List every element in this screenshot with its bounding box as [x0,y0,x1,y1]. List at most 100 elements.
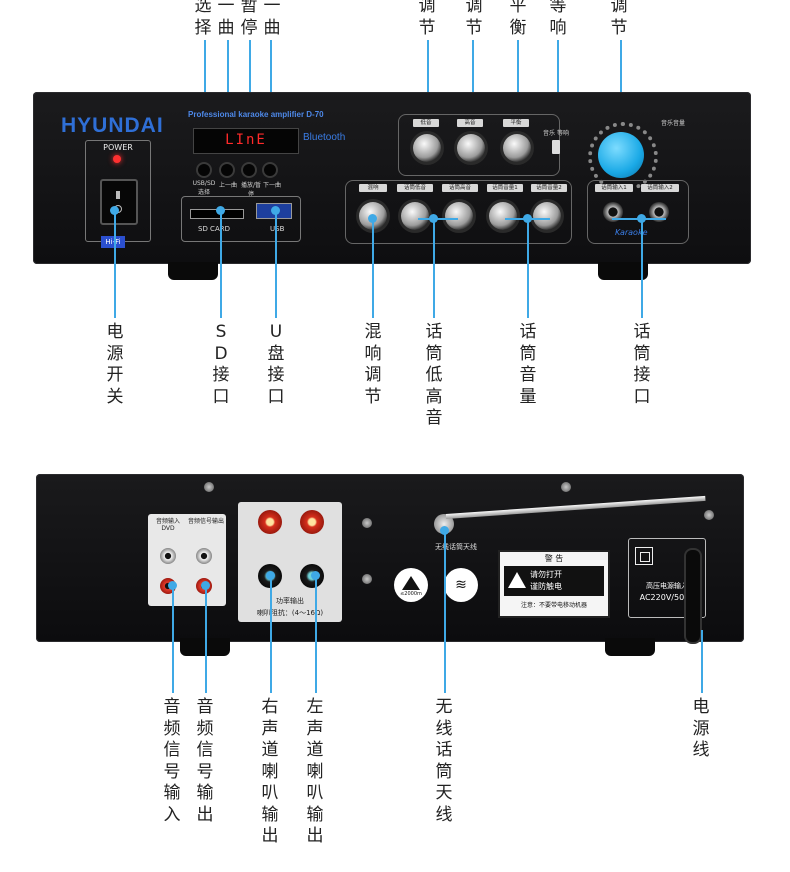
button-label-prev: 上一曲 [218,182,237,189]
callout-mic-volume: 话筒音量 [519,322,537,407]
callout-next-track: 一曲 [263,0,281,38]
mic-vol1-knob[interactable] [489,202,517,230]
karaoke-label: Karaoke [615,228,648,237]
led-display: LInE [193,128,299,154]
class2-icon [635,547,653,565]
antenna-rod[interactable] [445,495,706,519]
usb-label: USB [270,225,285,233]
mic-treble-knob[interactable] [445,202,473,230]
rca-out-left[interactable] [196,548,212,564]
rca-panel: 音频输入 DVD 音频信号输出 [148,514,226,606]
bass-knob[interactable] [413,134,441,162]
music-volume-knob[interactable] [598,132,644,178]
callout-mic-eq: 话筒低高音 [425,322,443,428]
source-select-button[interactable] [198,164,210,176]
front-foot-left [168,262,218,280]
mic-bass-knob[interactable] [401,202,429,230]
warning-title: 警 告 [544,554,564,563]
bluetooth-label: Bluetooth [303,132,346,143]
rca-in-label: 音频输入 DVD [155,518,180,532]
play-pause-button[interactable] [243,164,255,176]
power-led [113,155,121,163]
tag-mic-vol2: 话筒音量2 [531,184,567,192]
hifi-badge: Hi-Fi [101,236,125,248]
callout-mic-jack: 话筒接口 [633,322,651,407]
callout-power-switch: 电源开关 [106,322,124,407]
tag-bass: 低音 [413,119,439,127]
display-text: LInE [225,132,267,148]
button-label-next: 下一曲 [262,182,281,189]
speaker-out-label: 功率输出 [276,597,304,605]
callout-usb-port: U盘接口 [267,322,285,407]
power-input-box: 高压电源输入 AC220V/50Hz [628,538,706,618]
mic-jack-2[interactable] [649,202,669,222]
brand-logo: HYUNDAI [61,114,164,137]
screw [204,482,214,492]
altitude-label: ≤2000m [400,591,422,597]
tag-balance: 平衡 [503,119,529,127]
warning-box: 请勿打开 谨防触电 [504,566,604,596]
prev-track-button[interactable] [221,164,233,176]
sd-usb-panel: SD CARD USB [181,196,301,242]
callout-echo: 混响调节 [364,322,382,407]
callout-left-speaker: 左声道喇叭输出 [306,697,324,846]
callout-loudness: 等响 [549,0,567,38]
tag-mic-vol1: 话筒音量1 [487,184,523,192]
shock-warning-icon [508,572,526,588]
power-cord [686,550,700,642]
screw [704,510,714,520]
music-volume-label: 音乐音量 [660,120,685,127]
tag-mic-in2: 话筒输入2 [641,184,679,192]
callout-source-select: 选择 [194,0,212,38]
callout-audio-output: 音频信号输出 [196,697,214,825]
callout-right-speaker: 右声道喇叭输出 [261,697,279,846]
antenna-base [434,514,454,534]
rca-in-left[interactable] [160,548,176,564]
back-foot-right [605,638,655,656]
warning-line1: 请勿打开 [530,570,562,579]
screw [362,518,372,528]
left-speaker-positive[interactable] [300,510,324,534]
model-line: Professional karaoke amplifier D-70 [188,110,324,119]
callout-prev-track: 一曲 [217,0,235,38]
screw [561,482,571,492]
impedance-label: 喇叭阻抗：(4～16Ω) [256,609,324,617]
tag-mic-treble: 话筒高音 [442,184,478,192]
front-foot-right [598,262,648,280]
loudness-switch[interactable] [552,140,560,154]
mic-input-panel [587,180,689,244]
callout-treble-adjust: 调节 [465,0,483,38]
mic-control-panel [345,180,572,244]
mic-jack-1[interactable] [603,202,623,222]
mic-eq-bracket [418,218,458,220]
altitude-icon: ≤2000m [394,568,428,602]
tropical-icon: ≋ [444,568,478,602]
warning-note: 注意：不要带电移动机器 [520,602,587,609]
power-input-label: 高压电源输入 [646,582,688,590]
tag-echo: 混响 [359,184,387,192]
loudness-switch-label: 音乐 等响 [543,130,569,137]
balance-knob[interactable] [503,134,531,162]
button-label-play: 播放/暂停 [240,182,262,198]
callout-audio-input: 音频信号输入 [163,697,181,825]
callout-wireless-antenna: 无线话筒天线 [435,697,453,825]
power-switch[interactable] [100,179,138,225]
antenna-label: 无线话筒天线 [435,543,477,551]
right-speaker-positive[interactable] [258,510,282,534]
mic-vol2-knob[interactable] [533,202,561,230]
button-label-source: USB/SD 选择 [192,180,216,196]
treble-knob[interactable] [457,134,485,162]
warning-label: 警 告 请勿打开 谨防触电 注意：不要带电移动机器 [498,550,610,618]
tag-mic-in1: 话筒输入1 [595,184,633,192]
callout-bass-adjust: 调节 [418,0,436,38]
callout-balance: 平衡 [509,0,527,38]
rca-out-label: 音频信号输出 [188,518,225,525]
tag-mic-bass: 话筒低音 [397,184,433,192]
next-track-button[interactable] [264,164,276,176]
mic-vol-bracket [505,218,550,220]
speaker-terminal-panel: 功率输出 喇叭阻抗：(4～16Ω) [238,502,342,622]
warning-line2: 谨防触电 [530,582,562,591]
mic-jack-bracket [612,218,666,220]
sd-label: SD CARD [198,225,230,233]
callout-play-pause: 暂停 [240,0,258,38]
